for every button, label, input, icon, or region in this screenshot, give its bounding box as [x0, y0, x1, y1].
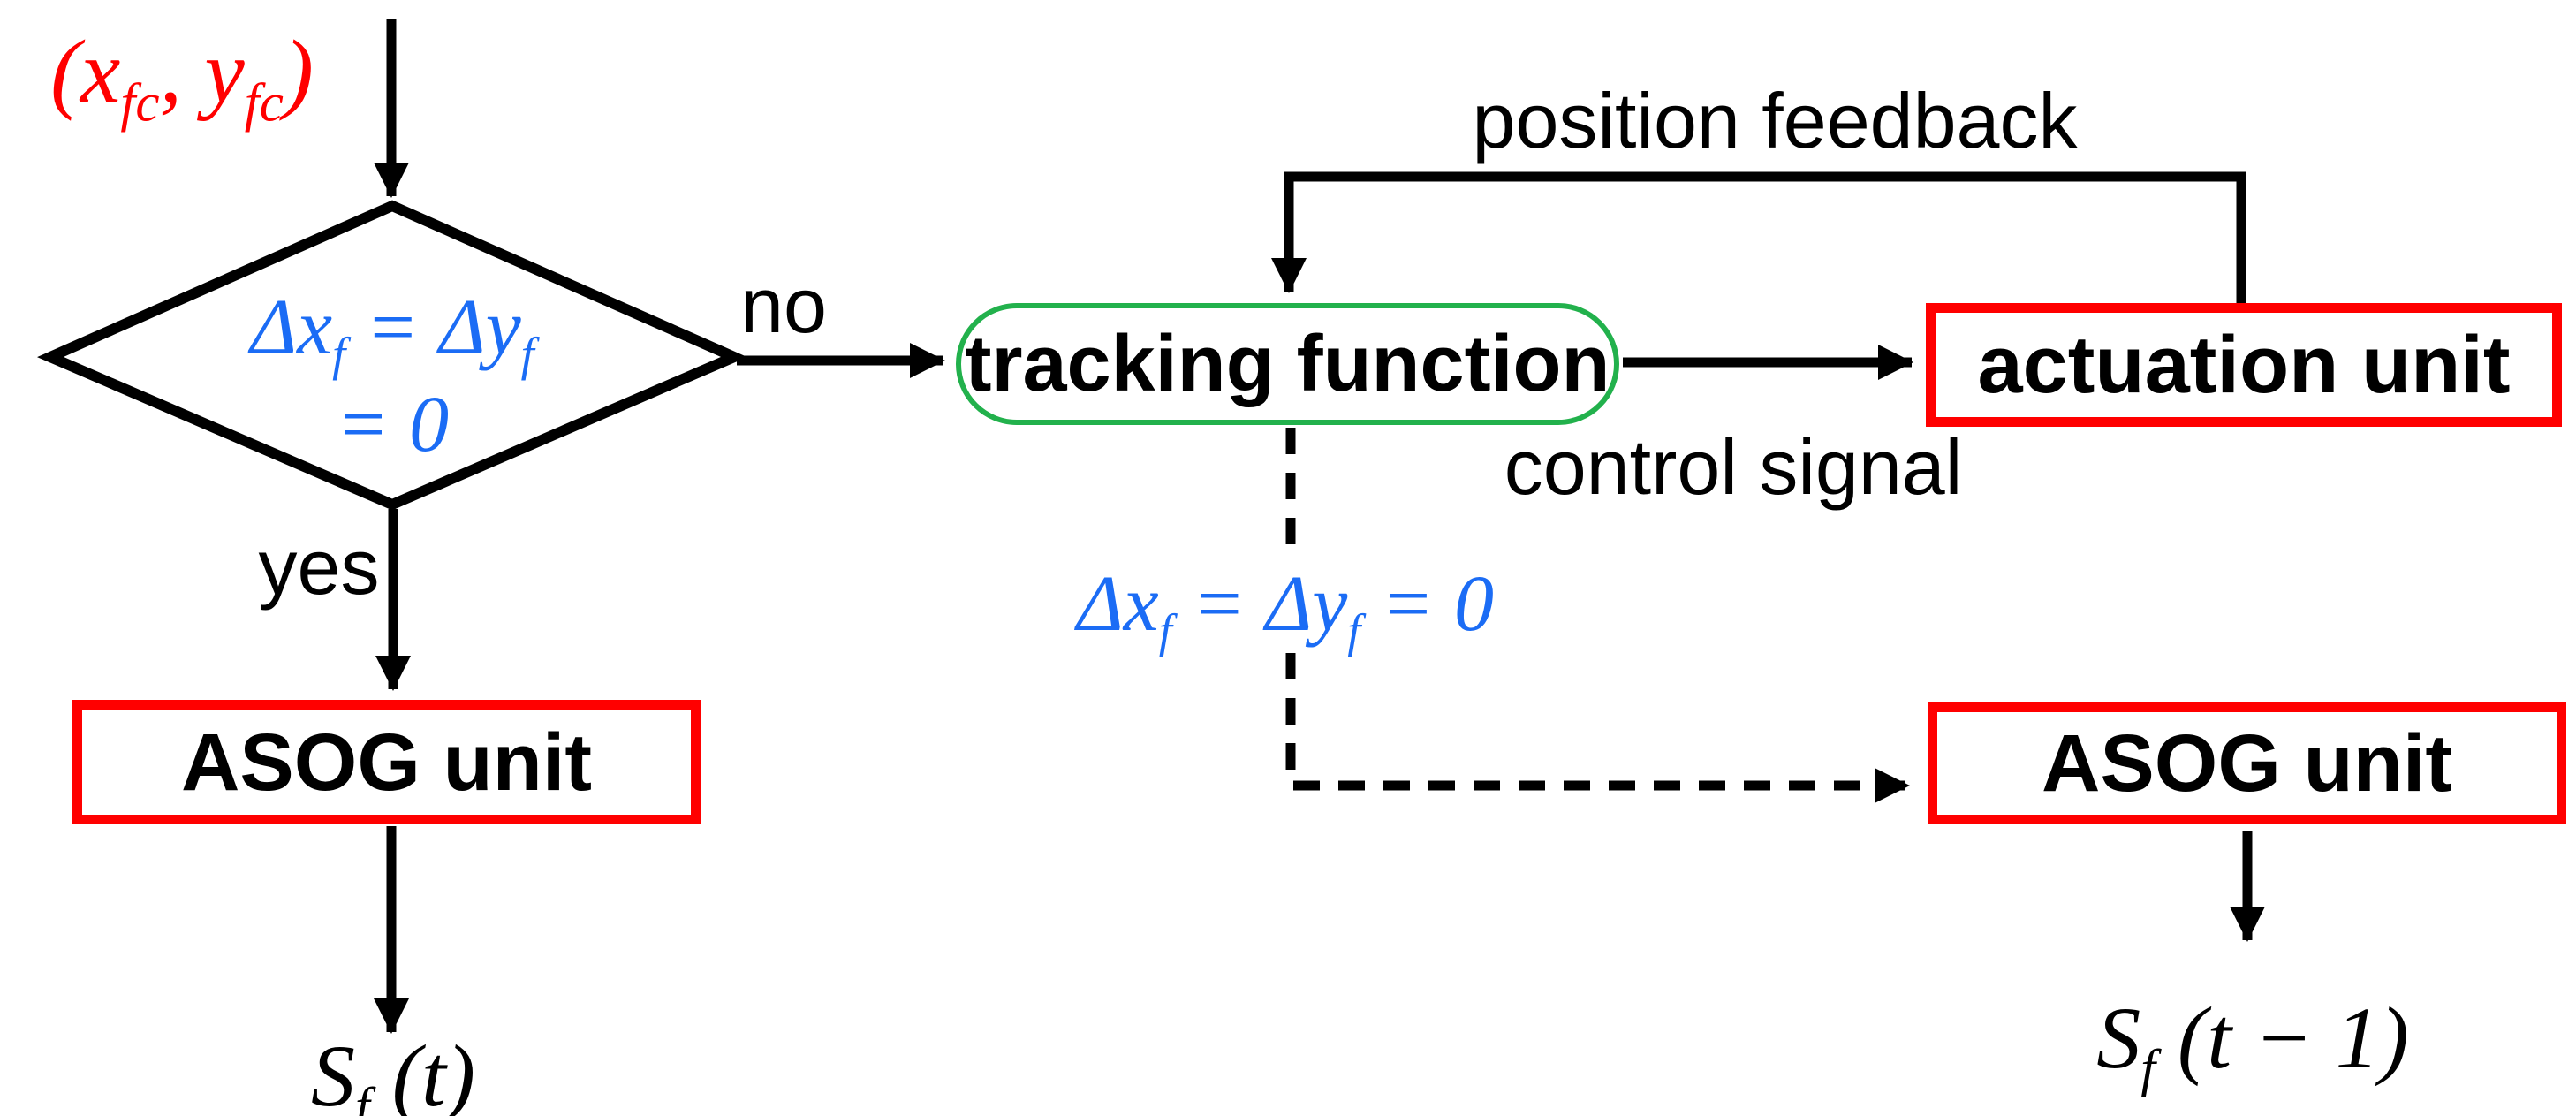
node-asog-unit-left: ASOG unit [72, 700, 701, 824]
branch-yes-label: yes [258, 523, 380, 611]
control-signal-label: control signal [1504, 423, 1963, 511]
asog-unit-right-label: ASOG unit [2041, 718, 2453, 809]
output-right-label: Sf (t − 1) [2096, 989, 2409, 1097]
position-feedback-line [1271, 171, 2246, 306]
condition-mid-label: Δxf = Δyf = 0 [1064, 559, 1507, 655]
decision-condition-line1: Δxf = Δyf [250, 284, 534, 382]
node-asog-unit-right: ASOG unit [1928, 702, 2566, 824]
node-tracking-function: tracking function [956, 303, 1619, 425]
tracking-function-label: tracking function [965, 320, 1610, 408]
asog-unit-left-label: ASOG unit [180, 717, 593, 808]
decision-condition-line2: = 0 [335, 381, 450, 468]
decision-condition-text: Δxf = Δyf = 0 [250, 279, 534, 474]
actuation-unit-label: actuation unit [1977, 320, 2511, 410]
branch-no-label: no [740, 262, 827, 349]
node-actuation-unit: actuation unit [1926, 303, 2562, 427]
input-coordinates-label: (xfc, yfc) [50, 22, 314, 133]
condition-dashed-arrow [1285, 428, 1910, 803]
position-feedback-label: position feedback [1472, 77, 2078, 164]
decision-diamond [37, 200, 747, 511]
output-left-label: Sf (t) [310, 1027, 476, 1116]
